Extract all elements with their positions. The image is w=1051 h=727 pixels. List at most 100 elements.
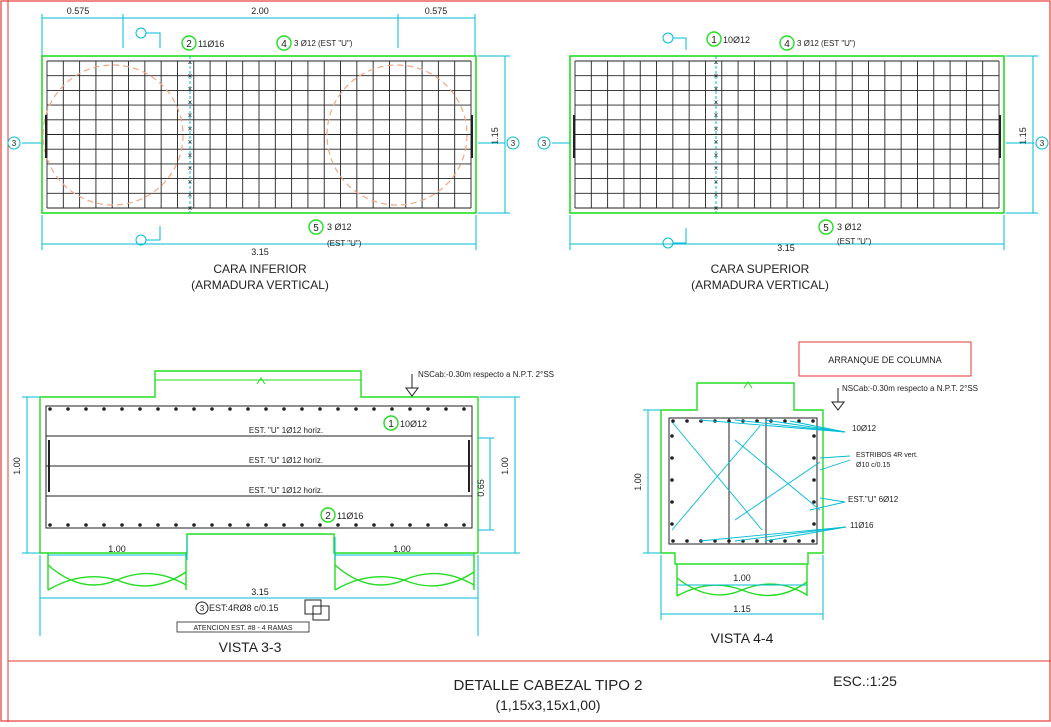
tag-4-marker: 4 (779, 35, 795, 51)
section-marker-right: 3 (1006, 136, 1049, 150)
bar-section-dot (670, 456, 674, 460)
bar-section-dot (812, 456, 816, 460)
bar-section-dot (408, 523, 412, 527)
bar-section-dot (102, 523, 106, 527)
stirrup-tag: 3 (195, 601, 209, 615)
height-dim: 1.00 (633, 473, 643, 491)
bar-cross: × (188, 164, 193, 173)
bar-cross: × (714, 98, 719, 107)
svg-text:4: 4 (784, 39, 790, 50)
svg-text:3: 3 (511, 139, 516, 148)
dim-left-575: 0.575 (67, 6, 90, 16)
bar-section-dot (264, 523, 268, 527)
label-estribos: ESTRIBOS 4R vert. (856, 452, 918, 459)
bar-cross: × (188, 85, 193, 94)
bar-section-dot (812, 500, 816, 504)
bar-cross: × (714, 204, 719, 213)
bar-section-dot (192, 523, 196, 527)
bar-label-1: EST. "U" 1Ø12 horiz. (249, 426, 323, 435)
piles (47, 553, 475, 591)
total-width-dim: 1.15 (733, 604, 751, 614)
pile-width-dim: 1.00 (733, 573, 751, 583)
svg-text:5: 5 (823, 223, 829, 234)
bar-cross: × (188, 151, 193, 160)
pile-left-dim: 1.00 (108, 544, 126, 554)
pile-circle-right (326, 64, 468, 206)
height-dim: 1.15 (1018, 127, 1028, 145)
bar-section-dot (426, 523, 430, 527)
bar-section-dot (783, 539, 787, 543)
bar-section-dot (685, 539, 689, 543)
column-start-label: ARRANQUE DE COLUMNA (828, 355, 942, 365)
bar-label-3: EST. "U" 1Ø12 horiz. (249, 486, 323, 495)
bar-cross: × (188, 204, 193, 213)
section-marker-4-top (662, 32, 687, 50)
bar-dots (670, 419, 816, 543)
level-note: NSCab:-0.30m respecto a N.P.T. 2°SS (418, 370, 554, 379)
bar-section-dot (670, 522, 674, 526)
svg-text:5: 5 (313, 223, 319, 234)
section-marker-4-bottom (135, 226, 161, 246)
bar-section-dot (354, 407, 358, 411)
bar-cross-marks: ×××××××××××× (188, 58, 193, 213)
cap-outline (660, 382, 824, 565)
bar-section-dot (300, 523, 304, 527)
bar-cross: × (188, 138, 193, 147)
vista-3-3: EST. "U" 1Ø12 horiz. EST. "U" 1Ø12 horiz… (12, 370, 554, 655)
bar-section-dot (138, 523, 142, 527)
bar-cross: × (714, 191, 719, 200)
bar-cross: × (714, 111, 719, 120)
bar-section-dot (462, 523, 466, 527)
bar-section-dot (228, 523, 232, 527)
pile-circle-left (42, 64, 184, 206)
height-dim: 1.15 (490, 127, 500, 145)
svg-text:3: 3 (200, 604, 205, 613)
bar-section-dot (685, 419, 689, 423)
bar-cross-marks: ×××××××××××× (714, 58, 719, 213)
bar-section-dot (282, 523, 286, 527)
tag-4-marker: 4 (276, 35, 292, 51)
tag-5-sub: (EST "U") (327, 239, 362, 248)
view-subtitle: (ARMADURA VERTICAL) (191, 278, 329, 292)
width-dim: 3.15 (251, 247, 269, 257)
svg-text:3: 3 (542, 139, 547, 148)
bar-section-dot (300, 407, 304, 411)
view-title: CARA SUPERIOR (711, 262, 810, 276)
bar-section-dot (444, 523, 448, 527)
bar-cross: × (714, 138, 719, 147)
svg-text:1: 1 (711, 35, 717, 46)
label-10-12: 10Ø12 (852, 424, 877, 433)
bar-cross: × (714, 85, 719, 94)
svg-text:2: 2 (186, 39, 192, 50)
bar-section-dot (462, 407, 466, 411)
attention-box (176, 621, 310, 633)
bar-cross: × (714, 177, 719, 186)
bar-section-dot (670, 434, 674, 438)
cara-inferior-view: 0.575 2.00 0.575 ×××××××××××× 1.15 3.15 (7, 6, 520, 292)
section-marker-4-bottom (662, 228, 687, 249)
label-estribos-spacing: Ø10 c/0.15 (856, 462, 890, 469)
tag-5-text: 3 Ø12 (327, 222, 352, 232)
drawing-subtitle: (1,15x3,15x1,00) (495, 697, 600, 713)
bar-cross: × (714, 124, 719, 133)
slab-outline (569, 55, 1005, 214)
bar-section-dot (210, 523, 214, 527)
bar-section-dot (812, 522, 816, 526)
slab-outline (41, 55, 477, 214)
bar-section-dot (811, 419, 815, 423)
rebar-grid (46, 60, 472, 209)
bar-cross: × (714, 71, 719, 80)
tag-5-sub: (EST "U") (837, 237, 872, 246)
tag-1-text: 10Ø12 (400, 419, 427, 429)
bar-section-dot (156, 523, 160, 527)
view-title: VISTA 4-4 (711, 630, 774, 646)
bar-section-dot (390, 523, 394, 527)
bar-section-dot (318, 523, 322, 527)
section-marker-4-top (135, 27, 161, 48)
bar-section-dot (727, 539, 731, 543)
stirrup-symbol (304, 599, 330, 621)
svg-text:4: 4 (281, 39, 287, 50)
tag-5-marker: 5 (308, 219, 324, 235)
stirrup-text: EST:4RØ8 c/0.15 (209, 603, 279, 613)
